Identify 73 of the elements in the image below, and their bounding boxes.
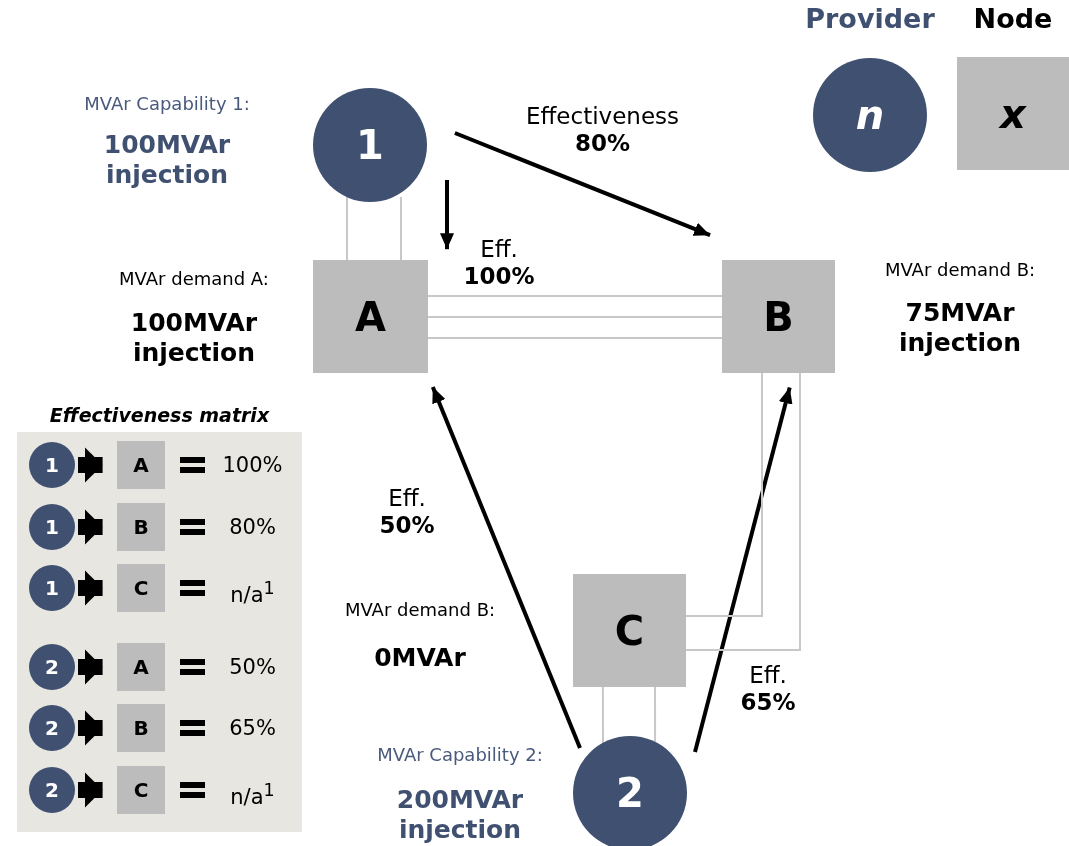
edge-label: Eff. 65% <box>739 662 797 716</box>
provider-circle <box>29 565 75 611</box>
node-label: C <box>614 610 645 651</box>
provider-circle <box>29 442 75 488</box>
node-box <box>117 441 165 489</box>
node-label: 2 <box>45 657 59 677</box>
arrow <box>430 386 582 749</box>
amount-text: 0MVAr <box>373 643 467 673</box>
node-label: 2 <box>45 780 59 800</box>
node-box <box>117 503 165 551</box>
connector-line <box>400 196 402 261</box>
edge-label: Eff. 100% <box>462 236 536 290</box>
block-arrow <box>78 772 103 808</box>
legend-heading: Node <box>972 3 1054 35</box>
connector-line <box>427 316 723 318</box>
provider-circle <box>29 767 75 813</box>
amount-text: 100MVAr injection <box>102 130 232 190</box>
arrow <box>440 180 454 250</box>
block-arrow <box>78 710 103 746</box>
connector-line <box>427 295 723 297</box>
capability-caption: MVAr Capability 2: <box>376 744 544 766</box>
block-arrow <box>78 570 103 606</box>
capability-caption: MVAr Capability 1: <box>83 93 251 115</box>
node-label: A <box>133 657 149 677</box>
connector-line <box>346 196 348 261</box>
arrow <box>693 386 793 753</box>
node-label: B <box>133 718 149 738</box>
value-text: 65% <box>228 715 277 741</box>
node-label: B <box>763 296 794 337</box>
connector-line <box>685 372 801 651</box>
amount-text: 200MVAr injection <box>395 785 525 845</box>
node-label: 1 <box>45 455 59 475</box>
value-text: 80% <box>228 514 277 540</box>
node-label: 1 <box>45 578 59 598</box>
node-box <box>117 704 165 752</box>
connector-line <box>654 686 657 744</box>
arrow <box>454 131 711 238</box>
block-arrow <box>78 447 103 483</box>
block-arrow <box>78 509 103 545</box>
edge-label: Effectiveness 80% <box>524 103 680 157</box>
provider-circle <box>29 504 75 550</box>
node-label: x <box>1000 93 1026 134</box>
demand-caption: MVAr demand B: <box>883 259 1037 281</box>
value-text: n/a$^{1}$ <box>229 577 276 608</box>
value-text: 100% <box>221 452 284 478</box>
connector-line <box>427 337 723 339</box>
demand-caption: MVAr demand A: <box>118 268 270 290</box>
node-box <box>117 766 165 814</box>
edge-label: Eff. 50% <box>378 485 436 539</box>
value-text: 50% <box>228 654 277 680</box>
block-arrow <box>78 649 103 685</box>
node-label: 1 <box>45 517 59 537</box>
node-label: 2 <box>45 718 59 738</box>
connector-line <box>601 686 604 744</box>
node-label: C <box>133 578 149 598</box>
node-label: n <box>855 95 885 135</box>
node-label: B <box>133 517 149 537</box>
node-label: C <box>133 780 149 800</box>
amount-text: 75MVAr injection <box>897 298 1023 358</box>
provider-circle <box>29 705 75 751</box>
node-label: 1 <box>356 125 384 165</box>
legend-heading: Provider <box>804 3 936 35</box>
node-label: 2 <box>616 773 644 813</box>
node-box <box>117 643 165 691</box>
node-label: A <box>355 296 386 337</box>
node-label: A <box>133 455 149 475</box>
node-box <box>117 564 165 612</box>
demand-caption: MVAr demand B: <box>343 599 497 621</box>
connector-line <box>685 372 763 617</box>
amount-text: 100MVAr injection <box>129 308 259 368</box>
provider-circle <box>29 644 75 690</box>
panel-heading: Effectiveness matrix <box>48 403 271 427</box>
value-text: n/a$^{1}$ <box>229 779 276 810</box>
